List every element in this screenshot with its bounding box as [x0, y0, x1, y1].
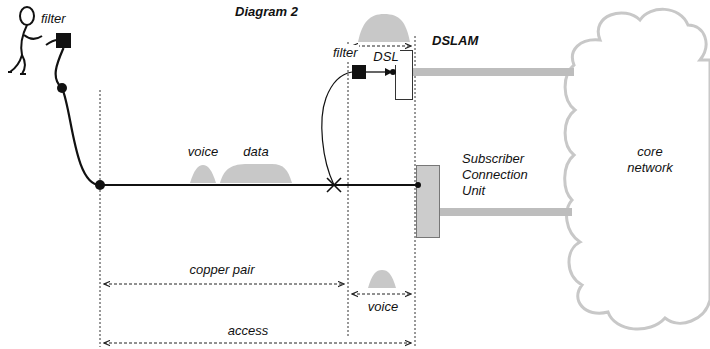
- dimension-arrows: [104, 46, 411, 343]
- connector-line: [366, 71, 392, 72]
- spectrum-humps: [190, 14, 410, 288]
- connector-line: [413, 68, 574, 76]
- connection-unit-box: Subscriber Connection Unit: [416, 165, 440, 238]
- boundary-lines: [100, 36, 415, 347]
- signal-label: data: [242, 144, 269, 160]
- node-label: Subscriber Connection Unit: [461, 151, 541, 199]
- person-figure: [8, 7, 42, 74]
- filter-box: filter: [56, 33, 71, 48]
- splitter-cord: [322, 72, 352, 185]
- node-label: core network: [619, 144, 681, 176]
- node-label: DSLAM: [431, 33, 479, 49]
- filter-box: filter: [352, 65, 366, 79]
- span-label: copper pair: [188, 262, 255, 278]
- node-label: filter: [332, 45, 359, 61]
- connector-line: [56, 48, 416, 185]
- signal-label: voice: [187, 144, 219, 160]
- core-network-cloud: [565, 9, 710, 329]
- connector-line: [440, 208, 572, 216]
- diagram-title: Diagram 2: [234, 4, 299, 20]
- band-label: voice: [367, 299, 399, 315]
- node-label: filter: [40, 11, 67, 27]
- core-network-cloud: core network: [568, 4, 708, 334]
- band-label: DSL: [372, 49, 399, 65]
- span-label: access: [227, 323, 269, 339]
